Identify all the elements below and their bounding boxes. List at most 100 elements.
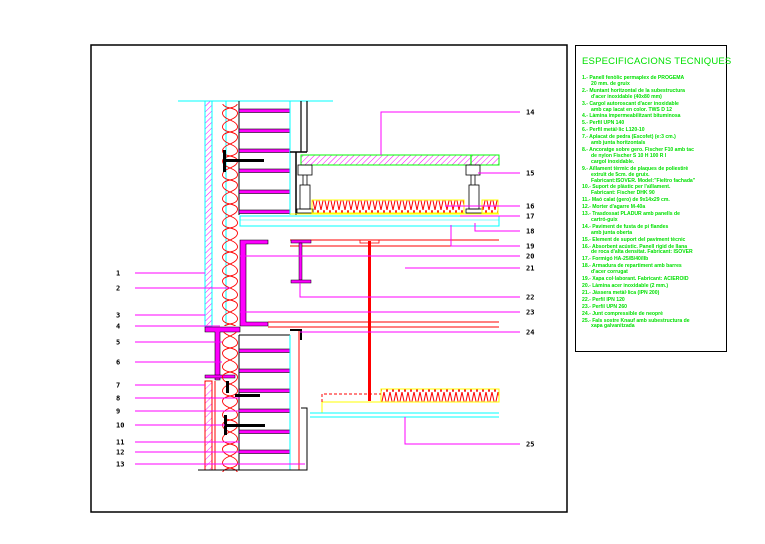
spec-item-continuation: de roca d'alta densitat. Fabricant: ISOV… bbox=[591, 249, 693, 256]
spec-item-text: 8.- Ancoratge sobre gero. Fischer F10 am… bbox=[582, 146, 694, 153]
spec-item-continuation: d'acer inoxidable (40x80 mm) bbox=[591, 93, 662, 100]
spec-item: 23.- Perfil UPN 260 bbox=[582, 303, 724, 311]
spec-item-continuation: amb junta oberta bbox=[591, 229, 633, 236]
spec-item-text: 14.- Paviment de fusta de pi flandes bbox=[582, 223, 669, 230]
callout-label: 13 bbox=[116, 461, 124, 469]
spec-item-text: 3.- Cargol autoroscant d'acer inoxidable bbox=[582, 100, 679, 107]
insulation-upper bbox=[219, 104, 239, 326]
callout-label: 24 bbox=[526, 329, 534, 337]
callout-label: 2 bbox=[116, 285, 120, 293]
spec-item-text: 11.- Maó calat (gero) de 9x14x29 cm. bbox=[582, 197, 670, 204]
spec-item-continuation: amb cap lacat en color. TWS D 12 bbox=[591, 106, 672, 113]
callout-label: 21 bbox=[526, 265, 534, 273]
leaders-right bbox=[240, 111, 520, 445]
spec-item-continuation: extruït de 5cm. de gruix. bbox=[591, 171, 650, 178]
callout-label: 9 bbox=[116, 408, 120, 416]
callout-label: 5 bbox=[116, 339, 120, 347]
callout-label: 20 bbox=[526, 253, 534, 261]
spec-item: 24.- Junt compressible de neoprè bbox=[582, 310, 724, 318]
spec-item-text: 7.- Aplacat de pedra (Escofet) (e:3 cm.) bbox=[582, 134, 676, 141]
spec-item-text: 16.- Absorbent acústic. Panell rígid de … bbox=[582, 243, 688, 250]
spec-item-continuation: Fabricant:ISOVER. Model:"Fieltro fachada… bbox=[591, 177, 696, 184]
facade-panel-upper bbox=[204, 100, 213, 328]
callout-label: 15 bbox=[526, 170, 534, 178]
spec-item: 12.- Morter d'agarre M-40a bbox=[582, 204, 724, 211]
spec-item-text: 10.- Suport de plàstic per l'aïllament. bbox=[582, 184, 671, 191]
suspension-rod bbox=[368, 241, 371, 401]
spec-item-text: 19.- Xapa col·laborant. Fabricant: ACIER… bbox=[582, 276, 689, 283]
callout-label: 3 bbox=[116, 312, 120, 320]
spec-item: 21.- Jàssera metàl·lica (IPN 200) bbox=[582, 289, 724, 297]
spec-item: 20.- Làmina acer inoxidable (2 mm.) bbox=[582, 283, 724, 290]
callout-label: 8 bbox=[116, 395, 120, 403]
specifications-panel: ESPECIFICACIONS TECNIQUES 1.- Panell fen… bbox=[575, 45, 731, 352]
callout-label: 18 bbox=[526, 228, 534, 236]
spec-item: 22.- Perfil IPN 120 bbox=[582, 296, 724, 304]
insulation-lower bbox=[219, 332, 239, 472]
drawing-frame bbox=[90, 44, 568, 513]
callout-label: 1 bbox=[116, 270, 120, 278]
spec-item-continuation: Fabricant: Fischer DHK 90 bbox=[591, 190, 655, 197]
spec-item: 9.- Aïllament tèrmic de plaques de polie… bbox=[582, 165, 724, 185]
spec-item: 4.- Làmina impermeabilitzant bituminosa bbox=[582, 114, 724, 120]
spec-item-text: 23.- Perfil UPN 260 bbox=[582, 303, 628, 310]
spec-item-continuation: de nylon Fischer S 10 H 100 R I bbox=[591, 152, 667, 159]
spec-item-text: 13.- Trasdossat PLADUR amb panells de bbox=[582, 211, 680, 218]
spec-item-text: 21.- Jàssera metàl·lica (IPN 200) bbox=[582, 289, 660, 296]
callout-label: 17 bbox=[526, 213, 534, 221]
spec-item-text: 5.- Perfil UPN 140 bbox=[582, 120, 625, 127]
spec-item: 6.- Perfil metàl·lic L120-10 bbox=[582, 127, 724, 134]
spec-item: 5.- Perfil UPN 140 bbox=[582, 120, 724, 127]
callout-label: 16 bbox=[526, 203, 534, 211]
spec-item: 11.- Maó calat (gero) de 9x14x29 cm. bbox=[582, 197, 724, 204]
spec-item-text: 18.- Armadura de repartiment amb barres bbox=[582, 263, 682, 270]
callout-label: 12 bbox=[116, 449, 124, 457]
acoustic-insulation bbox=[311, 199, 465, 214]
spec-item-text: 12.- Morter d'agarre M-40a bbox=[582, 204, 646, 211]
callout-label: 11 bbox=[116, 439, 124, 447]
callout-label: 7 bbox=[116, 382, 120, 390]
spec-item: 19.- Xapa col·laborant. Fabricant: ACIER… bbox=[582, 276, 724, 283]
spec-item: 10.- Suport de plàstic per l'aïllament.F… bbox=[582, 185, 724, 197]
spec-item-continuation: xapa galvanitzada bbox=[591, 323, 635, 330]
spec-item-continuation: amb junta horitzontals bbox=[591, 140, 646, 147]
spec-item-continuation: cargol inoxidable. bbox=[591, 158, 635, 165]
spec-item-text: 4.- Làmina impermeabilitzant bituminosa bbox=[582, 113, 681, 120]
floor-pedestal-left bbox=[296, 164, 314, 214]
anchor-lower-icon bbox=[224, 381, 265, 435]
specifications-title: ESPECIFICACIONS TECNIQUES bbox=[582, 56, 732, 67]
callout-label: 6 bbox=[116, 359, 120, 367]
spec-item: 3.- Cargol autoroscant d'acer inoxidable… bbox=[582, 100, 724, 114]
spec-item-text: 6.- Perfil metàl·lic L120-10 bbox=[582, 127, 645, 134]
ipn-120-profile bbox=[290, 239, 312, 284]
callout-label: 25 bbox=[526, 441, 534, 449]
callout-label: 14 bbox=[526, 109, 534, 117]
spec-item-continuation: 20 mm. de gruix bbox=[591, 80, 630, 87]
spec-item-continuation: cartró-guix bbox=[591, 216, 618, 223]
steel-edge-plate bbox=[239, 239, 269, 327]
spec-item: 8.- Ancoratge sobre gero. Fischer F10 am… bbox=[582, 146, 724, 166]
spec-item-text: 22.- Perfil IPN 120 bbox=[582, 296, 625, 303]
callout-label: 23 bbox=[526, 309, 534, 317]
spec-item-text: 17.- Formigó HA-25/B/40/IIb bbox=[582, 256, 649, 263]
timber-floor-deck bbox=[300, 154, 500, 166]
spec-item: 15.- Element de suport del paviment tècn… bbox=[582, 236, 724, 244]
brick-courses-lower bbox=[238, 348, 291, 454]
spec-item: 2.- Muntant horitzontal de la subestruct… bbox=[582, 88, 724, 101]
spec-item: 16.- Absorbent acústic. Panell rígid de … bbox=[582, 243, 724, 257]
spec-item-text: 24.- Junt compressible de neoprè bbox=[582, 310, 663, 317]
anchor-upper-icon bbox=[223, 150, 264, 172]
spec-item-text: 25.- Fals sostre Knauf amb subestructura… bbox=[582, 317, 690, 324]
spec-item-text: 15.- Element de suport del paviment tècn… bbox=[582, 236, 686, 243]
floor-pedestal-right bbox=[465, 164, 483, 214]
callout-label: 19 bbox=[526, 243, 534, 251]
spec-item-text: 9.- Aïllament tèrmic de plaques de polie… bbox=[582, 165, 689, 172]
spec-item-text: 20.- Làmina acer inoxidable (2 mm.) bbox=[582, 283, 669, 289]
